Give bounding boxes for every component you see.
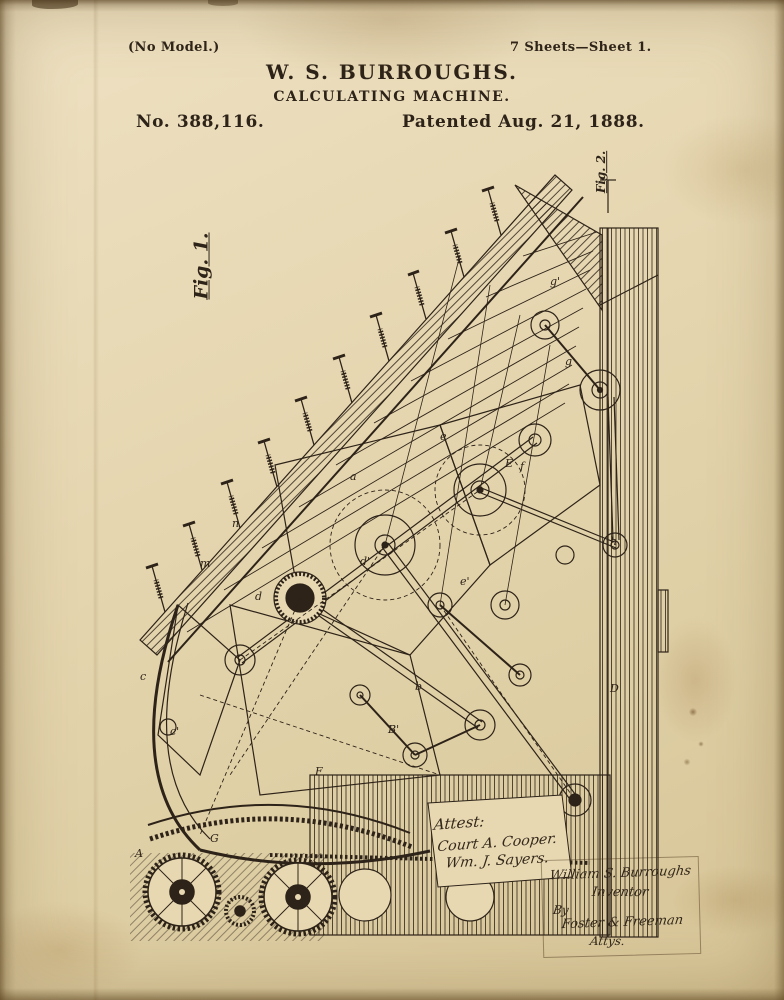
part-label: d (255, 590, 262, 603)
part-label: E (504, 457, 513, 470)
torn-edge-chip (32, 0, 78, 9)
part-label: D (609, 682, 619, 695)
part-label: F (314, 765, 323, 778)
part-label: g' (550, 275, 560, 288)
torn-edge-chip (208, 0, 238, 6)
patent-drawing: a b c d e f g h m n B' E D A G F c' d' e… (130, 174, 669, 941)
part-label: e (440, 430, 447, 443)
part-labels: a b c d e f g h m n B' E D A G F c' d' e… (134, 275, 619, 860)
right-frame (599, 179, 669, 938)
part-label: h (610, 535, 617, 548)
part-label: d' (360, 555, 370, 568)
inventor-label: Inventor (590, 885, 650, 900)
part-label: B' (387, 723, 399, 736)
sheet-info: 7 Sheets—Sheet 1. (510, 40, 652, 55)
invention-title: CALCULATING MACHINE. (273, 89, 511, 105)
attorney-label: Attys. (589, 934, 626, 948)
part-label: b (415, 680, 422, 693)
part-label: G (210, 832, 219, 845)
attest-heading: Attest: (433, 812, 486, 834)
part-label: m (200, 557, 210, 570)
keyboard-band (139, 174, 603, 663)
no-model-note: (No Model.) (128, 40, 220, 55)
part-label: a (350, 470, 357, 483)
part-label: g (565, 355, 572, 368)
part-label: f (519, 460, 526, 473)
part-label: c (140, 670, 146, 683)
part-label: e' (460, 575, 470, 588)
part-label: A (134, 847, 143, 860)
part-label: c' (170, 725, 179, 738)
by-label: By (552, 903, 570, 917)
patent-number: No. 388,116. (136, 112, 265, 132)
keys-group (145, 185, 502, 613)
inventor-title: W. S. BURROUGHS. (265, 60, 519, 84)
patent-date: Patented Aug. 21, 1888. (402, 112, 645, 132)
part-label: n (232, 517, 239, 530)
